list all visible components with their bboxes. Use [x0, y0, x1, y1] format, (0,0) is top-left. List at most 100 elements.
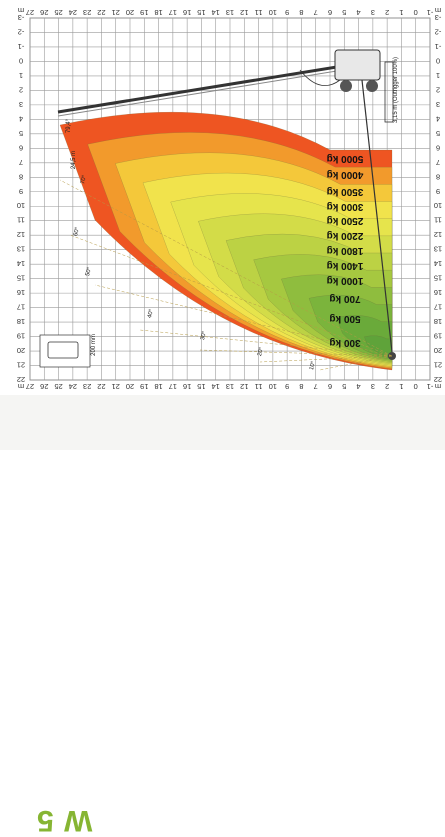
- y-tick-label: -2: [435, 27, 442, 36]
- x-tick-label: 0: [414, 382, 418, 391]
- x-tick-label: 3: [371, 8, 375, 17]
- axis-unit-label: m: [435, 382, 441, 391]
- y-tick-label: 20: [434, 346, 442, 355]
- axis-unit-label: m: [18, 6, 24, 15]
- telescopic-boom: [39, 49, 396, 371]
- load-chart: 2727262625252424232322222121202019191818…: [17, 6, 442, 391]
- y-tick-label: 15: [17, 274, 25, 283]
- load-label: 2200 kg: [327, 230, 364, 241]
- angle-label: 40°: [147, 308, 155, 319]
- x-tick-label: 27: [26, 8, 34, 17]
- x-tick-label: 24: [69, 8, 77, 17]
- y-tick-label: 9: [436, 187, 440, 196]
- x-tick-label: 1: [399, 382, 403, 391]
- x-tick-label: -1: [427, 8, 434, 17]
- load-label: 1000 kg: [327, 275, 364, 286]
- x-tick-label: 27: [26, 382, 34, 391]
- y-tick-label: 5: [436, 129, 440, 138]
- angle-ray: [69, 234, 393, 357]
- y-tick-label: 18: [17, 317, 25, 326]
- y-tick-label: 2: [19, 85, 23, 94]
- x-tick-label: 15: [197, 8, 205, 17]
- y-tick-label: 12: [17, 230, 25, 239]
- y-tick-label: 16: [434, 288, 442, 297]
- x-tick-label: 16: [183, 8, 191, 17]
- y-tick-label: 3: [19, 100, 23, 109]
- y-tick-label: 0: [19, 56, 23, 65]
- y-tick-label: -1: [435, 42, 442, 51]
- footer: W 5: [0, 395, 445, 837]
- y-tick-label: 14: [434, 259, 442, 268]
- x-tick-label: 23: [83, 382, 91, 391]
- y-tick-label: -3: [435, 13, 442, 22]
- angle-ray: [139, 329, 393, 357]
- model-name: W 5: [36, 804, 93, 837]
- x-tick-label: 11: [255, 8, 263, 17]
- rotation-arrow: [299, 69, 341, 87]
- x-tick-label: 26: [40, 8, 48, 17]
- x-tick-label: 16: [183, 382, 191, 391]
- load-label: 1400 kg: [327, 260, 364, 271]
- axis-unit-label: m: [435, 6, 441, 15]
- x-tick-label: 25: [54, 382, 62, 391]
- angle-ray: [199, 349, 393, 357]
- x-tick-label: 14: [212, 382, 220, 391]
- angle-ray: [319, 355, 393, 371]
- y-tick-label: 7: [19, 158, 23, 167]
- x-axis-ticks: 2727262625252424232322222121202019191818…: [26, 8, 434, 391]
- x-tick-label: 22: [97, 8, 105, 17]
- angle-ray: [259, 355, 393, 363]
- angle-label: 60°: [73, 226, 81, 237]
- x-tick-label: 4: [356, 382, 360, 391]
- y-tick-label: 10: [434, 201, 442, 210]
- x-tick-label: 14: [212, 8, 220, 17]
- load-label: 300 kg: [329, 337, 360, 348]
- x-tick-label: 12: [240, 8, 248, 17]
- y-tick-label: 4: [436, 114, 440, 123]
- x-tick-label: 2: [385, 8, 389, 17]
- y-tick-label: 21: [434, 361, 442, 370]
- y-tick-label: 6: [19, 143, 23, 152]
- x-tick-label: 11: [255, 382, 263, 391]
- x-tick-label: 18: [154, 382, 162, 391]
- x-tick-label: 26: [40, 382, 48, 391]
- x-tick-label: 21: [112, 8, 120, 17]
- y-tick-label: 19: [17, 332, 25, 341]
- y-tick-label: 22: [434, 375, 442, 384]
- y-tick-label: 0: [436, 56, 440, 65]
- load-label: 3500 kg: [327, 186, 364, 197]
- x-tick-label: -1: [427, 382, 434, 391]
- angle-label: 70°: [80, 174, 88, 185]
- x-tick-label: 19: [140, 382, 148, 391]
- y-tick-label: 3: [436, 100, 440, 109]
- load-label: 3000 kg: [327, 201, 364, 212]
- x-tick-label: 10: [269, 382, 277, 391]
- y-tick-label: 16: [17, 288, 25, 297]
- annotation-label: 3,15 m (Outrigger 100%): [393, 57, 399, 123]
- y-tick-label: 18: [434, 317, 442, 326]
- y-tick-label: 11: [17, 216, 25, 225]
- y-tick-label: 8: [19, 172, 23, 181]
- y-tick-label: 17: [17, 303, 25, 312]
- x-tick-label: 9: [285, 8, 289, 17]
- load-label: 1800 kg: [327, 245, 364, 256]
- x-tick-label: 17: [169, 8, 177, 17]
- load-label: 700 kg: [329, 293, 360, 304]
- annotation-label: 79,4°: [66, 118, 72, 133]
- y-tick-label: 13: [17, 245, 25, 254]
- machine-icon-box: [39, 334, 91, 368]
- y-tick-label: -3: [18, 13, 25, 22]
- x-tick-label: 7: [314, 382, 318, 391]
- machine-wheel: [340, 80, 352, 92]
- annotation-label: 200 mm: [91, 334, 97, 356]
- load-label: 2500 kg: [327, 215, 364, 226]
- machine-wheel: [366, 80, 378, 92]
- y-tick-label: 1: [436, 71, 440, 80]
- y-tick-label: 2: [436, 85, 440, 94]
- x-tick-label: 20: [126, 382, 134, 391]
- x-tick-label: 10: [269, 8, 277, 17]
- y-tick-label: 13: [434, 245, 442, 254]
- y-tick-label: 7: [436, 158, 440, 167]
